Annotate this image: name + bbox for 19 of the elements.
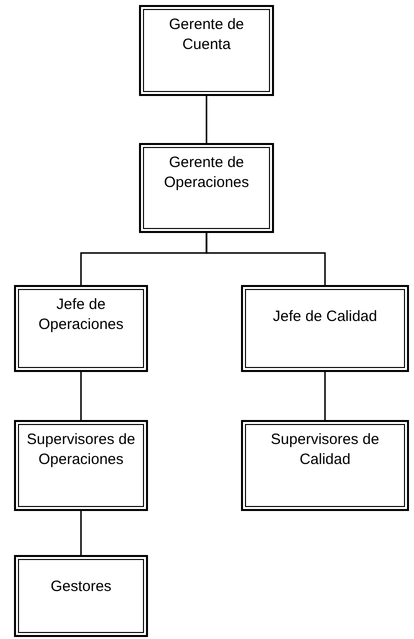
role-title: Supervisores de Calidad xyxy=(270,430,380,470)
org-box xyxy=(139,5,274,96)
role-title: Jefe de Calidad xyxy=(272,307,378,327)
role-title: Gestores xyxy=(50,577,112,597)
role-title: Supervisores de Operaciones xyxy=(26,430,136,470)
org-box xyxy=(14,285,148,372)
connector-line xyxy=(206,96,208,143)
role-title: Jefe de Operaciones xyxy=(37,295,125,335)
org-box xyxy=(139,143,274,233)
connector-line xyxy=(80,511,82,555)
connector-line xyxy=(324,372,326,420)
org-box xyxy=(241,285,409,372)
org-box xyxy=(14,420,148,511)
org-box xyxy=(14,555,148,637)
role-title: Gerente de Cuenta xyxy=(168,15,246,55)
org-box xyxy=(241,420,409,511)
role-title: Gerente de Operaciones xyxy=(162,153,250,193)
connector-line xyxy=(206,233,326,285)
connector-line xyxy=(80,372,82,420)
